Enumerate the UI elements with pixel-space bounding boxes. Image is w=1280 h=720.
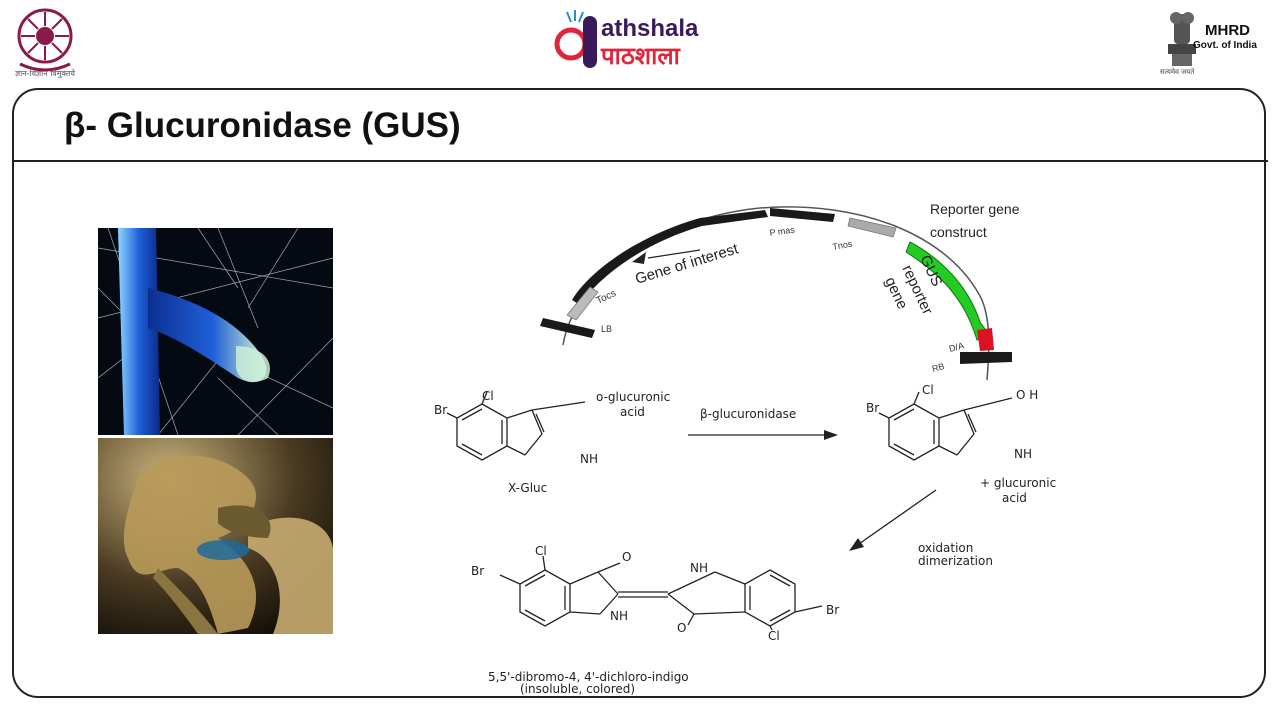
o-glucuronic-line1: o-glucuronic: [596, 390, 670, 404]
header-bar: ज्ञान-विज्ञान विमुक्तये athshala पाठशाला…: [0, 0, 1280, 88]
epathshala-logo: athshala पाठशाला: [554, 10, 699, 70]
tnos-segment: [847, 217, 897, 238]
product-label-line2: (insoluble, colored): [520, 682, 635, 696]
national-emblem-icon: [1168, 12, 1196, 66]
xgluc-structure: [446, 391, 586, 461]
emblem-caption: सत्यमेव जयते: [1160, 68, 1195, 76]
gene-of-interest-segment: [572, 210, 768, 305]
logo-text-hi: पाठशाला: [600, 42, 681, 70]
indoxyl-br: Br: [866, 401, 879, 415]
indigo-nh-left: NH: [610, 609, 628, 623]
ugc-logo: [17, 8, 73, 72]
indigo-nh-right: NH: [690, 561, 708, 575]
glucuronic-line2: acid: [1002, 491, 1027, 505]
oxidation-line2: dimerization: [918, 554, 993, 568]
tnos-label: Tnos: [832, 239, 854, 252]
product-label-line1: 5,5'-dibromo-4, 4'-dichloro-indigo: [488, 670, 689, 684]
pmas-segment: [770, 208, 835, 222]
oxidation-line1: oxidation: [918, 541, 973, 555]
gus-stained-root-photo: [98, 228, 333, 435]
indoxyl-structure: [878, 391, 1013, 461]
ugc-logo-caption: ज्ञान-विज्ञान विमुक्तये: [14, 69, 76, 78]
mhrd-subtitle: Govt. of India: [1193, 40, 1257, 51]
construct-caption-line1: Reporter gene: [930, 201, 1020, 217]
gene-direction-arrow-icon: [632, 252, 646, 264]
indoxyl-nh: NH: [1014, 447, 1032, 461]
rb-label: RB: [931, 361, 946, 374]
indigo-cl-right: Cl: [768, 629, 780, 643]
indigo-o-top: O: [622, 550, 631, 564]
indigo-br-right: Br: [826, 603, 839, 617]
gene-of-interest-label: Gene of interest: [633, 240, 741, 288]
tocs-segment: [566, 286, 599, 321]
mhrd-title: MHRD: [1205, 22, 1250, 39]
da-label: D/A: [948, 340, 965, 354]
pmas-label: P mas: [769, 224, 796, 237]
xgluc-label: X-Gluc: [508, 481, 547, 495]
indigo-o-bottom: O: [677, 621, 686, 635]
indoxyl-cl: Cl: [922, 383, 934, 397]
gus-stained-seedling-photo: [98, 438, 333, 634]
reaction-arrowhead-icon: [824, 430, 838, 440]
xgluc-nh: NH: [580, 452, 598, 466]
enzyme-label: β-glucuronidase: [700, 407, 796, 421]
slide-title: β- Glucuronidase (GUS): [64, 106, 461, 145]
construct-caption-line2: construct: [930, 224, 987, 240]
rb-border-icon: [960, 352, 1012, 364]
lb-label: LB: [601, 324, 612, 334]
indoxyl-oh: O H: [1016, 388, 1038, 402]
tocs-label: Tocs: [595, 288, 618, 307]
xgluc-cl: Cl: [482, 389, 494, 403]
oxidation-arrowhead-icon: [849, 538, 864, 551]
xgluc-br: Br: [434, 403, 447, 417]
title-divider: [13, 160, 1268, 162]
glucuronic-line1: + glucuronic: [980, 476, 1056, 490]
indigo-structure: [499, 555, 823, 631]
o-glucuronic-line2: acid: [620, 405, 645, 419]
logo-text-en: athshala: [601, 15, 699, 42]
indigo-cl-left: Cl: [535, 544, 547, 558]
oxidation-arrow: [855, 489, 937, 547]
indigo-br-left: Br: [471, 564, 484, 578]
da-segment: [977, 328, 994, 351]
lb-border-icon: [540, 318, 595, 338]
